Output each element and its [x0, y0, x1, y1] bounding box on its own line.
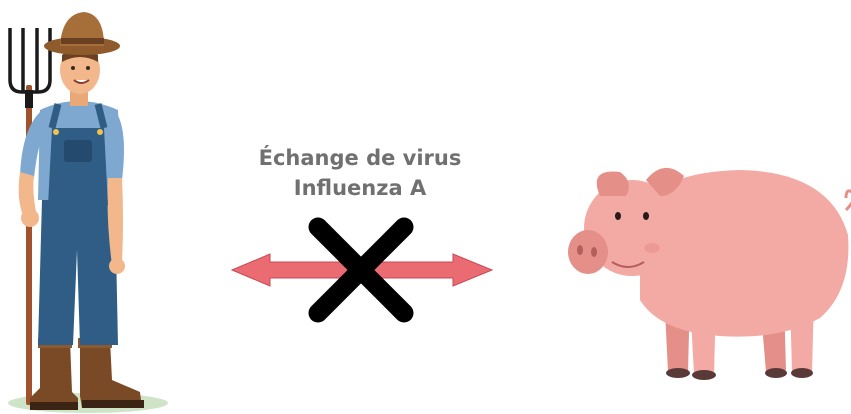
caption-line-2: Influenza A — [293, 176, 427, 200]
overalls-legs — [38, 200, 118, 345]
pig-eye — [643, 212, 649, 220]
bidirectional-arrow-crossed-icon — [230, 217, 494, 323]
hoof — [666, 368, 690, 378]
boots — [30, 338, 144, 410]
pig-cheek — [644, 243, 660, 253]
pig-body — [640, 170, 849, 337]
pig-smile — [611, 261, 645, 268]
hat-icon — [44, 12, 120, 55]
left-sleeve — [20, 112, 48, 178]
pig-snout-icon — [568, 230, 608, 274]
right-arm — [107, 178, 123, 265]
left-arm — [18, 172, 36, 218]
caption-line-1: Échange de virus — [258, 146, 462, 170]
cross-mark-icon — [308, 217, 414, 323]
right-sleeve — [108, 112, 124, 180]
hoof — [692, 370, 716, 380]
pig-ear — [646, 167, 684, 196]
right-hand — [109, 258, 125, 274]
pig-tail — [844, 189, 851, 212]
pig-illustration — [568, 167, 851, 380]
farmer-illustration — [8, 12, 168, 413]
pig-eye — [615, 212, 621, 220]
pig-ear — [596, 171, 629, 196]
hoof — [791, 368, 813, 378]
left-hand — [21, 209, 39, 227]
hoof — [765, 368, 787, 378]
caption: Échange de virus Influenza A — [205, 143, 515, 203]
overalls-bib — [48, 128, 108, 205]
bib-pocket — [64, 140, 92, 162]
